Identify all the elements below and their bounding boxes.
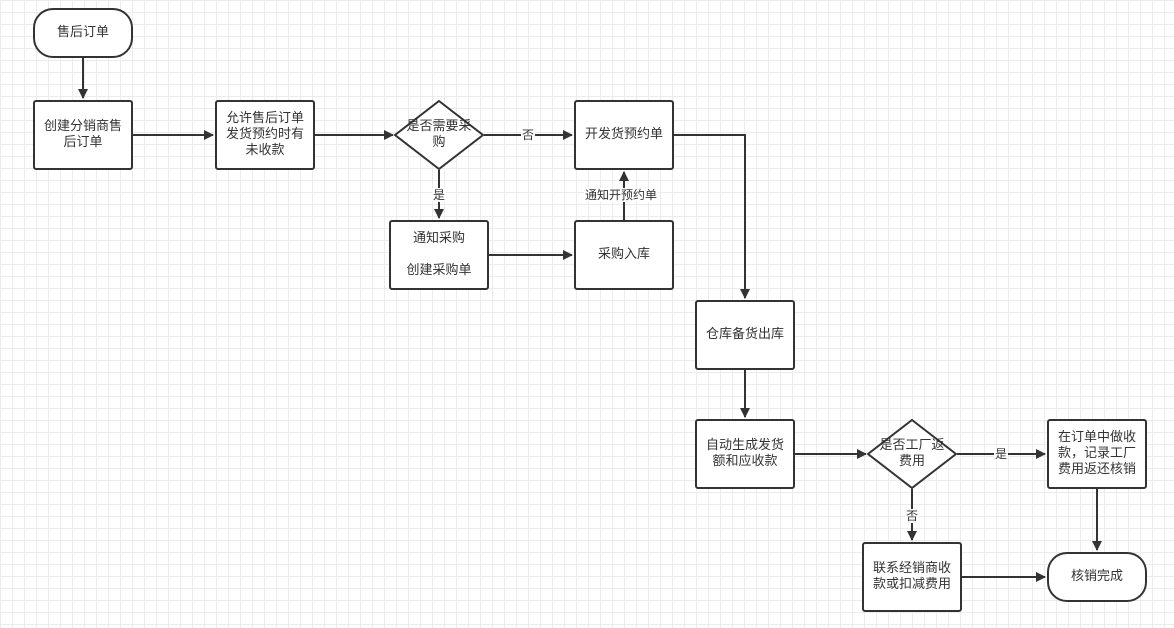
edge-label-no-refund: 否 bbox=[905, 509, 920, 523]
purchase-inbound-node: 采购入库 bbox=[574, 220, 674, 290]
record-refund-node: 在订单中做收款，记录工厂费用返还核销 bbox=[1047, 419, 1147, 489]
need-purchase-decision: 是否需要采购 bbox=[394, 100, 484, 170]
open-reservation-node: 开发货预约单 bbox=[574, 100, 674, 170]
edge-label-yes-purchase: 是 bbox=[432, 188, 447, 202]
notify-purchase-line2: 创建采购单 bbox=[406, 263, 472, 278]
notify-purchase-node: 通知采购 创建采购单 bbox=[389, 220, 489, 290]
need-purchase-label: 是否需要采购 bbox=[406, 119, 472, 150]
done-node: 核销完成 bbox=[1047, 552, 1147, 602]
allow-unpaid-node: 允许售后订单发货预约时有未收款 bbox=[215, 100, 315, 170]
contact-dealer-node: 联系经销商收款或扣减费用 bbox=[862, 542, 962, 612]
edge-reservation-to-warehouse bbox=[674, 134, 750, 299]
warehouse-out-node: 仓库备货出库 bbox=[695, 300, 795, 370]
auto-generate-node: 自动生成发货额和应收款 bbox=[695, 419, 795, 489]
notify-purchase-line1: 通知采购 bbox=[412, 231, 465, 246]
edge-label-notify-reservation: 通知开预约单 bbox=[584, 188, 659, 202]
start-node: 售后订单 bbox=[33, 8, 133, 58]
edge-label-yes-refund: 是 bbox=[994, 447, 1009, 461]
edge-label-no-purchase: 否 bbox=[521, 128, 536, 142]
factory-refund-decision: 是否工厂返费用 bbox=[867, 419, 957, 489]
factory-refund-label: 是否工厂返费用 bbox=[879, 438, 945, 469]
create-order-node: 创建分销商售后订单 bbox=[33, 100, 133, 170]
